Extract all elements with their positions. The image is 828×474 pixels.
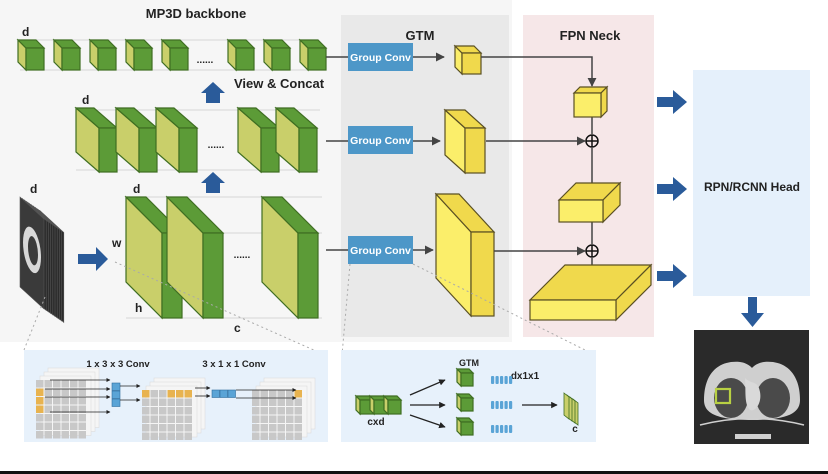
green-cube — [160, 38, 190, 72]
right-arrow-icon — [657, 264, 687, 288]
ct-result-image — [694, 330, 809, 444]
fpn-output-large — [528, 263, 653, 322]
add-icon — [585, 244, 599, 258]
right-arrow-icon — [657, 90, 687, 114]
kernel-slice — [504, 425, 508, 433]
backbone-title: MP3D backbone — [146, 6, 246, 21]
dim-w-label: w — [111, 236, 122, 250]
gtm-output-large — [434, 192, 496, 318]
row1-ellipsis: ...... — [197, 55, 214, 66]
green-cube-small — [455, 367, 475, 388]
kernel-slice — [495, 425, 499, 433]
bottom-border — [0, 471, 828, 474]
kernel-slice — [495, 401, 499, 409]
conv1-label: 1 x 3 x 3 Conv — [86, 359, 150, 370]
cxd-label: cxd — [367, 417, 384, 428]
fpn-title: FPN Neck — [560, 28, 621, 43]
up-arrow-icon — [201, 172, 225, 193]
backbone-row-2 — [74, 106, 320, 174]
svg-text:Group Conv: Group Conv — [350, 52, 411, 64]
green-cube — [88, 38, 118, 72]
row3-d-label: d — [133, 182, 140, 196]
fpn-output-medium — [557, 181, 622, 224]
fpn-output-small — [572, 85, 609, 119]
kernel-slice — [491, 425, 495, 433]
gtm-outputs — [434, 44, 496, 318]
green-cube-small — [455, 392, 475, 413]
gtm-output-small — [453, 44, 483, 76]
head-title: RPN/RCNN Head — [704, 180, 800, 194]
backbone-row-3 — [124, 195, 322, 320]
dim-h-label: h — [135, 301, 142, 315]
fpn-connector — [481, 56, 597, 87]
conv2-label: 3 x 1 x 1 Conv — [202, 359, 266, 370]
fpn-outputs — [528, 85, 653, 322]
green-slab — [154, 106, 199, 174]
row2-d-label: d — [82, 93, 89, 107]
ct-input-stack — [19, 196, 65, 324]
group-conv-box-2: Group Conv — [348, 126, 413, 154]
kernel-slice — [504, 376, 508, 384]
gtm-branch-arrow — [409, 379, 446, 396]
green-cube — [226, 38, 256, 72]
green-slab — [74, 106, 119, 174]
green-cube-small — [382, 394, 403, 416]
group-conv-box-3: Group Conv — [348, 236, 413, 264]
group-conv-box-1: Group Conv — [348, 43, 413, 71]
right-arrow-icon — [78, 247, 108, 271]
kernel-slice — [500, 425, 504, 433]
row1-d-label: d — [22, 25, 29, 39]
gtm-detail-graphic — [354, 367, 579, 437]
kernel-slice — [491, 376, 495, 384]
green-cube — [16, 38, 46, 72]
green-slab-large — [260, 195, 320, 320]
kernel-label: dx1x1 — [511, 371, 540, 382]
conv-detail-graphic — [36, 367, 316, 440]
gtm-output-medium — [443, 108, 487, 175]
svg-text:Group Conv: Group Conv — [350, 245, 411, 257]
right-arrow-icon — [657, 177, 687, 201]
row3-ellipsis: ...... — [234, 250, 251, 261]
kernel-slice — [509, 376, 513, 384]
green-cube — [262, 38, 292, 72]
kernel-slice — [495, 376, 499, 384]
gtm-branch-arrow — [409, 414, 446, 429]
zoom-guide-lines — [23, 261, 596, 356]
green-cube — [124, 38, 154, 72]
green-slab-large — [165, 195, 225, 320]
detection-box — [714, 387, 732, 405]
c-output-label: c — [572, 424, 578, 435]
kernel-slice — [500, 376, 504, 384]
head-panel — [693, 70, 810, 296]
kernel-slice — [500, 401, 504, 409]
kernel-slice — [509, 425, 513, 433]
gtm-title: GTM — [406, 28, 435, 43]
input-d-label: d — [30, 182, 37, 196]
add-icon — [585, 134, 599, 148]
kernel-slice — [509, 401, 513, 409]
svg-text:Group Conv: Group Conv — [350, 135, 411, 147]
kernel-slice — [504, 401, 508, 409]
green-slab — [274, 106, 319, 174]
view-concat-label: View & Concat — [234, 76, 325, 91]
row2-ellipsis: ...... — [208, 140, 225, 151]
output-slice — [563, 392, 570, 420]
up-arrow-icon — [201, 82, 225, 103]
green-cube — [298, 38, 328, 72]
dim-c-label: c — [234, 321, 241, 335]
down-arrow-icon — [741, 297, 764, 327]
green-slab — [114, 106, 159, 174]
backbone-row-1 — [16, 38, 328, 72]
green-slab — [236, 106, 281, 174]
gtm-detail-title: GTM — [459, 358, 479, 368]
green-cube — [52, 38, 82, 72]
green-cube-small — [455, 416, 475, 437]
kernel-slice — [491, 401, 495, 409]
